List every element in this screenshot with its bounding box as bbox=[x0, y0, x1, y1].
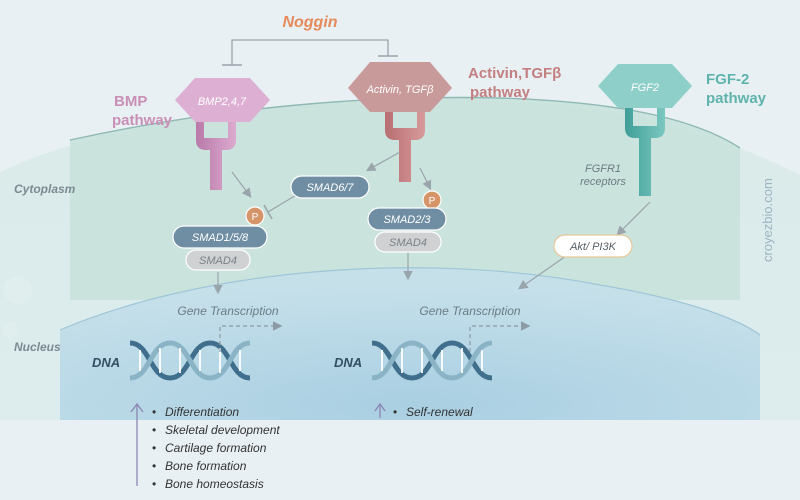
outcome-item: Differentiation bbox=[165, 405, 239, 419]
dna-helix-right bbox=[371, 340, 493, 381]
outcome-item: Skeletal development bbox=[165, 423, 280, 437]
arrow-bmp-to-p bbox=[231, 171, 252, 198]
transcription-arrow-right bbox=[469, 321, 531, 352]
arrow-fgf-to-akt bbox=[616, 201, 651, 236]
fgfr1-label-line2: receptors bbox=[580, 176, 626, 188]
smad4-left-label: SMAD4 bbox=[199, 255, 237, 267]
arrow-akt-to-nucleus bbox=[518, 255, 567, 290]
dna-left-label: DNA bbox=[92, 355, 120, 370]
arrow-activin-to-p bbox=[419, 167, 432, 191]
bmp-pathway-label-line1: BMP bbox=[114, 93, 147, 110]
phospho-left-label: P bbox=[252, 212, 259, 223]
activin-ligand bbox=[348, 62, 452, 112]
smad4-right-node bbox=[374, 231, 442, 253]
smad23-label: SMAD2/3 bbox=[383, 214, 431, 226]
smad23-node bbox=[367, 207, 447, 231]
outcome-item: Cartilage formation bbox=[165, 441, 267, 455]
fgf-pathway-label-line1: FGF-2 bbox=[706, 71, 749, 88]
fgf-ligand bbox=[598, 64, 692, 108]
outcome-bullet: • bbox=[152, 477, 156, 491]
outcome-bullet: • bbox=[152, 405, 156, 419]
fgf-pathway-label-line2: pathway bbox=[706, 90, 767, 107]
akt-pi3k-node bbox=[553, 234, 633, 258]
smad67-label: SMAD6/7 bbox=[306, 182, 354, 194]
transcription-arrow-left bbox=[219, 321, 283, 352]
arrow-activin-to-smad67 bbox=[365, 151, 401, 172]
cytoplasm-label: Cytoplasm bbox=[14, 182, 76, 196]
outcome-bullet: • bbox=[393, 405, 397, 419]
bmp-receptor bbox=[196, 122, 236, 190]
outcome-item: Bone formation bbox=[165, 459, 247, 473]
bmp-ligand bbox=[175, 78, 270, 122]
lower-panel bbox=[0, 420, 800, 500]
smad4-right-label: SMAD4 bbox=[389, 237, 427, 249]
self-renewal-item: Self-renewal bbox=[406, 405, 473, 419]
bmp-outcome-up-arrowhead bbox=[130, 402, 144, 413]
gene-transcription-left: Gene Transcription bbox=[177, 304, 278, 318]
fgfr1-label-line1: FGFR1 bbox=[585, 163, 621, 175]
phospho-right-label: P bbox=[429, 196, 436, 207]
activin-ligand-label: Activin, TGFβ bbox=[366, 84, 435, 96]
activin-pathway-label-line1: Activin,TGFβ bbox=[468, 65, 561, 82]
outcome-bullet: • bbox=[152, 459, 156, 473]
fgfr1-receptor bbox=[625, 108, 665, 196]
nucleus-label: Nucleus bbox=[14, 340, 61, 354]
dna-right-label: DNA bbox=[334, 355, 362, 370]
outcome-bullet: • bbox=[152, 441, 156, 455]
gene-transcription-right: Gene Transcription bbox=[419, 304, 520, 318]
outcome-bullet: • bbox=[152, 423, 156, 437]
smad67-inhibit-bar bbox=[263, 204, 273, 220]
bmp-outcome-list: • Differentiation • Skeletal development… bbox=[152, 405, 280, 491]
self-renewal-up-arrowhead bbox=[374, 402, 386, 412]
nuclear-envelope bbox=[59, 267, 761, 336]
akt-pi3k-label: Akt/ PI3K bbox=[569, 241, 617, 253]
smad67-node bbox=[290, 175, 370, 199]
noggin-label: Noggin bbox=[282, 14, 337, 31]
activin-pathway-label-line2: pathway bbox=[470, 84, 531, 101]
smad4-left-node bbox=[185, 249, 251, 271]
smad67-inhibition-line bbox=[267, 193, 299, 213]
dna-helix-left bbox=[129, 340, 251, 381]
fgf-ligand-label: FGF2 bbox=[631, 82, 659, 94]
smad158-node bbox=[172, 225, 268, 249]
bmp-pathway-label-line2: pathway bbox=[112, 112, 173, 129]
outcome-item: Bone homeostasis bbox=[165, 477, 264, 491]
activin-receptor bbox=[385, 112, 425, 182]
noggin-inhibition-line bbox=[231, 39, 389, 65]
watermark: croyezbio.com bbox=[760, 178, 775, 262]
phospho-left bbox=[245, 206, 265, 226]
smad158-label: SMAD1/5/8 bbox=[192, 232, 249, 244]
bmp-ligand-label: BMP2,4,7 bbox=[198, 96, 247, 108]
